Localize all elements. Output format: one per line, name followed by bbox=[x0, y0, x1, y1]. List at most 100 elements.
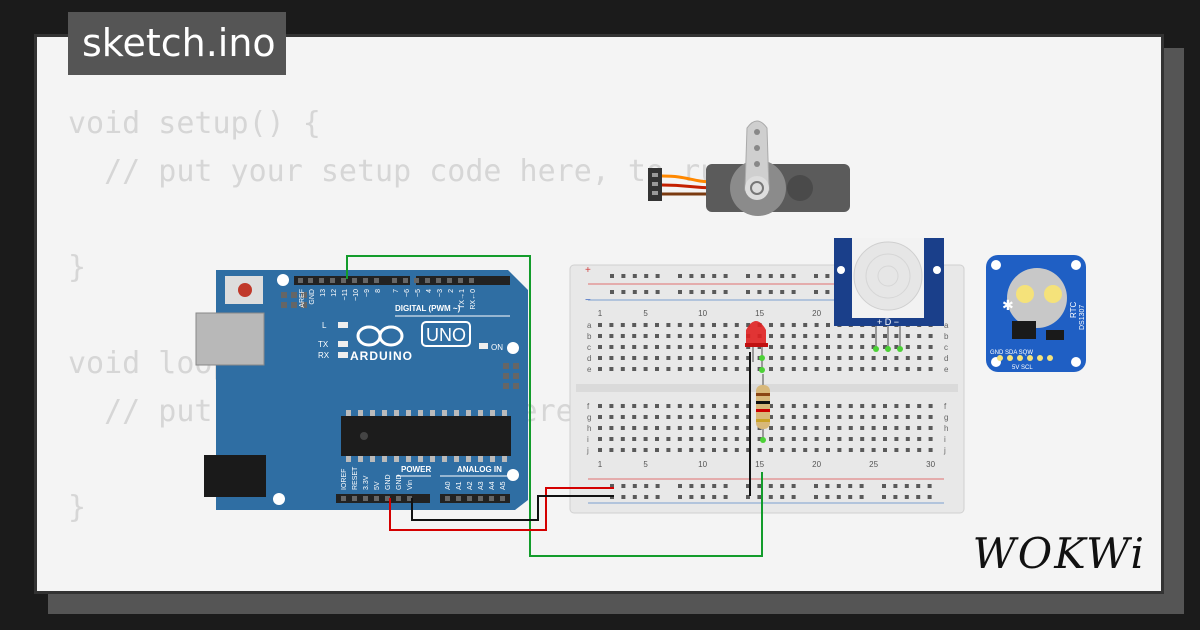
breadboard-row-label: i bbox=[587, 435, 589, 444]
board-model: UNO bbox=[426, 325, 466, 345]
power-pin-label: 3.3V bbox=[363, 475, 370, 490]
analog-pin-label: A1 bbox=[456, 481, 463, 490]
digital-pin-label: RX←0 bbox=[470, 289, 477, 310]
reset-button[interactable] bbox=[238, 283, 252, 297]
breadboard-row-label: d bbox=[587, 354, 591, 363]
digital-pin-label: ~10 bbox=[353, 289, 360, 301]
rtc-title: RTC bbox=[1069, 301, 1078, 318]
digital-pin-label: 7 bbox=[393, 289, 400, 293]
rtc-pin-labels-top: GND SDA SQW bbox=[990, 350, 1033, 356]
digital-pin-label: 12 bbox=[331, 289, 338, 297]
breadboard-row-label: g bbox=[587, 413, 591, 422]
breadboard-row-label: a bbox=[587, 321, 592, 330]
breadboard-column-number: 5 bbox=[643, 460, 648, 469]
on-label: ON bbox=[491, 343, 503, 352]
breadboard-column-number: 20 bbox=[812, 460, 821, 469]
rtc-module[interactable]: RTC DS1307 GND SDA SQW 5V SCL ✱ bbox=[986, 255, 1086, 372]
power-analog-pin-labels: IOREF RESET 3.3V 5V GND GND Vin A0 A1 A2 A3 A4 A5 bbox=[341, 466, 507, 501]
servo-motor[interactable] bbox=[648, 120, 850, 216]
breadboard-row-label: j bbox=[943, 446, 946, 455]
breadboard-row-label: b bbox=[587, 332, 592, 341]
analog-pin-label: A4 bbox=[489, 481, 496, 490]
breadboard-row-label: b bbox=[944, 332, 949, 341]
arduino-brand: ARDUINO bbox=[350, 349, 413, 363]
breadboard-column-number: 1 bbox=[598, 460, 603, 469]
digital-pin-label: ~9 bbox=[364, 289, 371, 297]
wire-red[interactable] bbox=[389, 487, 614, 531]
breadboard-row-label: f bbox=[944, 402, 947, 411]
breadboard-row-label: h bbox=[587, 424, 591, 433]
breadboard-column-number: 20 bbox=[812, 309, 821, 318]
analog-label: ANALOG IN bbox=[457, 465, 502, 474]
analog-pin-label: A2 bbox=[467, 481, 474, 490]
power-pin-label: GND bbox=[385, 474, 392, 490]
pir-motion-sensor[interactable]: + D − bbox=[834, 238, 944, 352]
analog-pin-label: A5 bbox=[500, 481, 507, 490]
coin-battery bbox=[1007, 268, 1067, 328]
usb-port bbox=[195, 312, 265, 366]
breadboard-column-number: 5 bbox=[643, 309, 648, 318]
digital-pin-label: ~3 bbox=[437, 289, 444, 297]
code-line: } bbox=[68, 250, 87, 285]
digital-pin-label: ~5 bbox=[415, 289, 422, 297]
breadboard-column-number: 25 bbox=[869, 460, 878, 469]
digital-label: DIGITAL (PWM ~) bbox=[395, 304, 461, 313]
on-led bbox=[479, 343, 488, 349]
breadboard-column-number: 15 bbox=[755, 309, 764, 318]
digital-pin-label: AREF bbox=[299, 289, 306, 308]
red-led[interactable] bbox=[745, 321, 768, 373]
breadboard-row-label: c bbox=[587, 343, 591, 352]
power-pin-label: IOREF bbox=[341, 469, 348, 490]
breadboard-row-label: h bbox=[944, 424, 948, 433]
wokwi-logo: WOKWi bbox=[972, 529, 1146, 578]
pir-dome bbox=[853, 241, 923, 311]
breadboard-column-number: 30 bbox=[926, 460, 935, 469]
breadboard-row-label: j bbox=[586, 446, 589, 455]
analog-pin-label: A0 bbox=[445, 481, 452, 490]
rtc-chip-label: DS1307 bbox=[1079, 305, 1086, 330]
power-pin-label: Vin bbox=[407, 480, 414, 490]
code-line: } bbox=[68, 490, 87, 525]
wire-green[interactable] bbox=[346, 255, 763, 557]
power-pin-label: 5V bbox=[374, 481, 381, 490]
digital-pin-label: ~6 bbox=[404, 289, 411, 297]
resistor[interactable] bbox=[756, 374, 770, 443]
microcontroller-chip bbox=[341, 416, 511, 456]
power-pin-label: RESET bbox=[352, 466, 359, 490]
digital-pin-label: ~11 bbox=[342, 289, 349, 300]
breadboard-column-number: 10 bbox=[698, 309, 707, 318]
breadboard-column-number: 15 bbox=[755, 460, 764, 469]
digital-pin-label: 2 bbox=[448, 289, 455, 293]
power-jack bbox=[204, 455, 266, 497]
file-tab[interactable]: sketch.ino bbox=[68, 12, 286, 75]
led-label-rx: RX bbox=[318, 351, 330, 360]
svg-text:+: + bbox=[585, 265, 591, 276]
pir-pin-labels: + D − bbox=[877, 317, 899, 327]
servo-horn[interactable] bbox=[744, 120, 770, 191]
analog-header bbox=[440, 494, 510, 503]
rtc-pin-labels-bottom: 5V SCL bbox=[1012, 365, 1033, 371]
power-pin-label: GND bbox=[396, 474, 403, 490]
wire-black[interactable] bbox=[411, 495, 614, 521]
breadboard-row-label: e bbox=[944, 365, 949, 374]
digital-pin-label: 13 bbox=[320, 289, 327, 297]
power-label: POWER bbox=[401, 465, 431, 474]
led-label-l: L bbox=[322, 321, 327, 330]
led-label-tx: TX bbox=[318, 340, 329, 349]
svg-text:−: − bbox=[585, 295, 591, 306]
breadboard-column-number: 10 bbox=[698, 460, 707, 469]
breadboard-row-label: c bbox=[944, 343, 948, 352]
breadboard-row-label: i bbox=[944, 435, 946, 444]
breadboard-row-label: g bbox=[944, 413, 948, 422]
breadboard-column-number: 1 bbox=[598, 309, 603, 318]
digital-pin-label: TX→1 bbox=[459, 289, 466, 309]
analog-pin-label: A3 bbox=[478, 481, 485, 490]
code-line: void setup() { bbox=[68, 106, 321, 141]
digital-pin-label: GND bbox=[309, 289, 316, 305]
breadboard-row-label: d bbox=[944, 354, 948, 363]
adafruit-star-icon: ✱ bbox=[1002, 297, 1014, 313]
